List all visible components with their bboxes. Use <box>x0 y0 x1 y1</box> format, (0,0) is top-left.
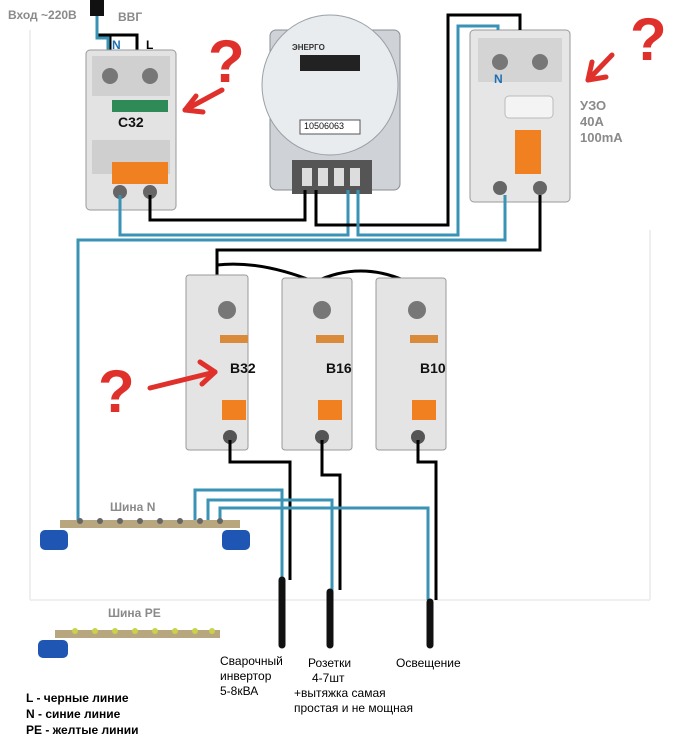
legend-l: L - черные линие <box>26 691 129 705</box>
top-wiring <box>76 13 542 525</box>
load-sockets-note-line-1: +вытяжка самая <box>294 686 386 700</box>
legend-pe: PE - желтые линии <box>26 723 139 737</box>
bus-pe-label: Шина PE <box>108 606 161 620</box>
bus-n-label: Шина N <box>110 500 156 514</box>
cable-label: ВВГ <box>118 10 143 24</box>
legend-n: N - синие линие <box>26 707 121 721</box>
load-wiring <box>193 440 438 600</box>
load-welder-line-3: 5-8кВА <box>220 684 259 698</box>
meter-reading: 10506063 <box>304 121 345 131</box>
main-breaker <box>85 49 177 211</box>
load-sockets-note-line-2: простая и не мощная <box>294 701 413 715</box>
load-sockets: Розетки 4-7шт <box>308 656 351 686</box>
input-n-label: N <box>112 38 121 52</box>
question-marks: ? ? ? <box>98 6 667 425</box>
load-sockets-line-2: 4-7шт <box>312 671 345 685</box>
group-breakers <box>185 274 447 451</box>
red-arrows <box>147 52 615 391</box>
rcd-current: 40А <box>580 114 604 129</box>
input-l-label: L <box>146 38 154 52</box>
bus-pe <box>38 628 220 658</box>
question-mark-1: ? <box>208 28 245 95</box>
load-welder-line-2: инвертор <box>220 669 272 683</box>
input-label: Вход ~220В <box>8 8 77 22</box>
rcd-leak: 100mA <box>580 130 623 145</box>
bus-n <box>40 518 250 550</box>
rcd-device <box>469 29 571 203</box>
background-guides <box>29 30 651 601</box>
rcd-title: УЗО <box>580 98 607 113</box>
breaker-b16-label: B16 <box>326 360 352 376</box>
legend: L - черные линие N - синие линие PE - же… <box>26 690 138 738</box>
load-sockets-line-1: Розетки <box>308 656 352 670</box>
rcd-n-label: N <box>494 72 503 86</box>
load-cables <box>278 576 434 649</box>
energy-meter <box>261 14 401 194</box>
main-breaker-rating: C32 <box>118 114 144 130</box>
meter-brand: ЭНЕРГО <box>292 43 325 52</box>
input-feed <box>90 0 139 55</box>
load-sockets-note: +вытяжка самая простая и не мощная <box>294 686 413 716</box>
load-light: Освещение <box>396 656 461 670</box>
load-welder: Сварочный инвертор 5-8кВА <box>220 654 283 699</box>
breaker-b10-label: B10 <box>420 360 446 376</box>
breaker-b32-label: B32 <box>230 360 256 376</box>
question-mark-3: ? <box>98 358 135 425</box>
load-welder-line-1: Сварочный <box>220 654 283 668</box>
question-mark-2: ? <box>630 6 667 73</box>
